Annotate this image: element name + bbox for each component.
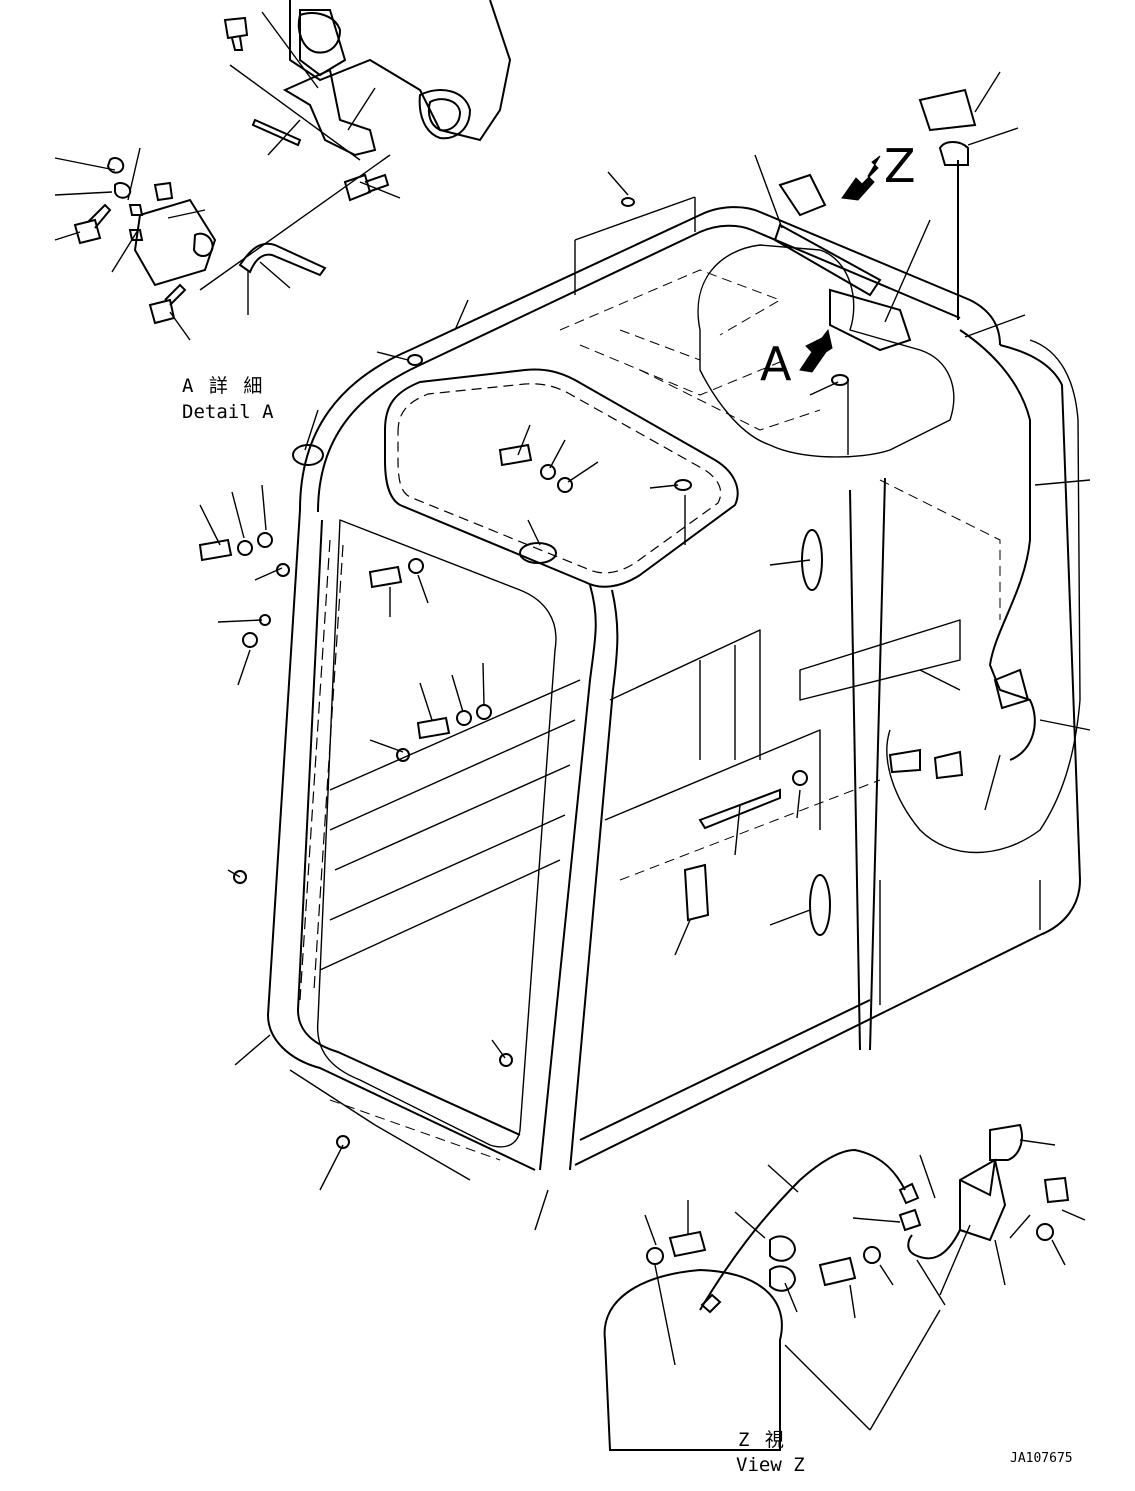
- grommets: [292, 197, 849, 936]
- view-z-panel: [603, 1268, 783, 1451]
- drawing-id: JA107675: [1010, 1451, 1073, 1466]
- detail-a-hose: [238, 242, 327, 277]
- detail-a-sensor: [133, 198, 217, 287]
- side-pillar-middle: [849, 477, 886, 1051]
- view-marker-a: A: [760, 337, 792, 391]
- view-z-connector: [898, 1208, 922, 1232]
- view-z-title-jp: Z 視: [738, 1429, 786, 1451]
- wiring-harness: [959, 329, 1036, 761]
- roof-outline: [299, 206, 1001, 511]
- skylight-outline: [384, 368, 739, 588]
- view-z-knob: [989, 1123, 1023, 1161]
- front-right-pillar: [539, 584, 597, 1171]
- view-z-assembly: [603, 1123, 1070, 1451]
- cab-frame: [267, 206, 1081, 1171]
- front-left-pillar-inner: [297, 519, 521, 1136]
- cab-bolts: [198, 443, 808, 1149]
- seat-outline: [697, 244, 955, 458]
- front-right-pillar-inner: [569, 589, 619, 1171]
- roof-antenna-bracket: [773, 173, 882, 297]
- view-z-wire: [907, 1229, 961, 1260]
- view-z-grommet: [769, 1235, 797, 1262]
- front-left-pillar: [267, 509, 536, 1171]
- view-z-bolts: [646, 1176, 1070, 1287]
- cab-parts: [198, 88, 1036, 1149]
- view-z-switch-box: [959, 1158, 1007, 1242]
- detail-a-assembly: [73, 0, 512, 325]
- rear-wall-panel: [886, 339, 1081, 854]
- skylight-inner: [397, 383, 722, 574]
- harness-connectors: [888, 668, 1030, 780]
- view-z-title-en: View Z: [736, 1454, 805, 1476]
- view-z-arrow-icon: [841, 155, 881, 201]
- roof-inner-outline: [317, 224, 961, 513]
- detail-a-title-en: Detail A: [182, 401, 274, 423]
- view-arrows: [799, 155, 881, 373]
- bottom-rail: [574, 934, 1041, 1166]
- right-lower-panel: [879, 880, 1041, 1005]
- antenna-tip: [938, 141, 969, 166]
- front-window-frame: [316, 519, 557, 1148]
- view-z-cable: [699, 1148, 906, 1311]
- roof-hidden-lines: [329, 269, 1001, 1161]
- detail-a-body-outline: [289, 0, 512, 142]
- detail-a-title-jp: A 詳 細: [182, 375, 264, 397]
- detail-a-bolts: [73, 16, 390, 325]
- view-a-arrow-icon: [799, 328, 833, 373]
- inner-rails: [319, 619, 961, 971]
- rear-right-pillar: [999, 344, 1081, 936]
- detail-a-bracket: [282, 68, 377, 157]
- detail-a-pin: [251, 118, 302, 147]
- roof-lamp: [829, 288, 912, 352]
- leader-lines: [54, 11, 1091, 1431]
- view-marker-z: Z: [884, 139, 916, 193]
- left-inner-track: [299, 539, 344, 1001]
- roof-mat: [918, 88, 977, 132]
- side-block: [683, 863, 710, 922]
- window-seal: [698, 788, 781, 830]
